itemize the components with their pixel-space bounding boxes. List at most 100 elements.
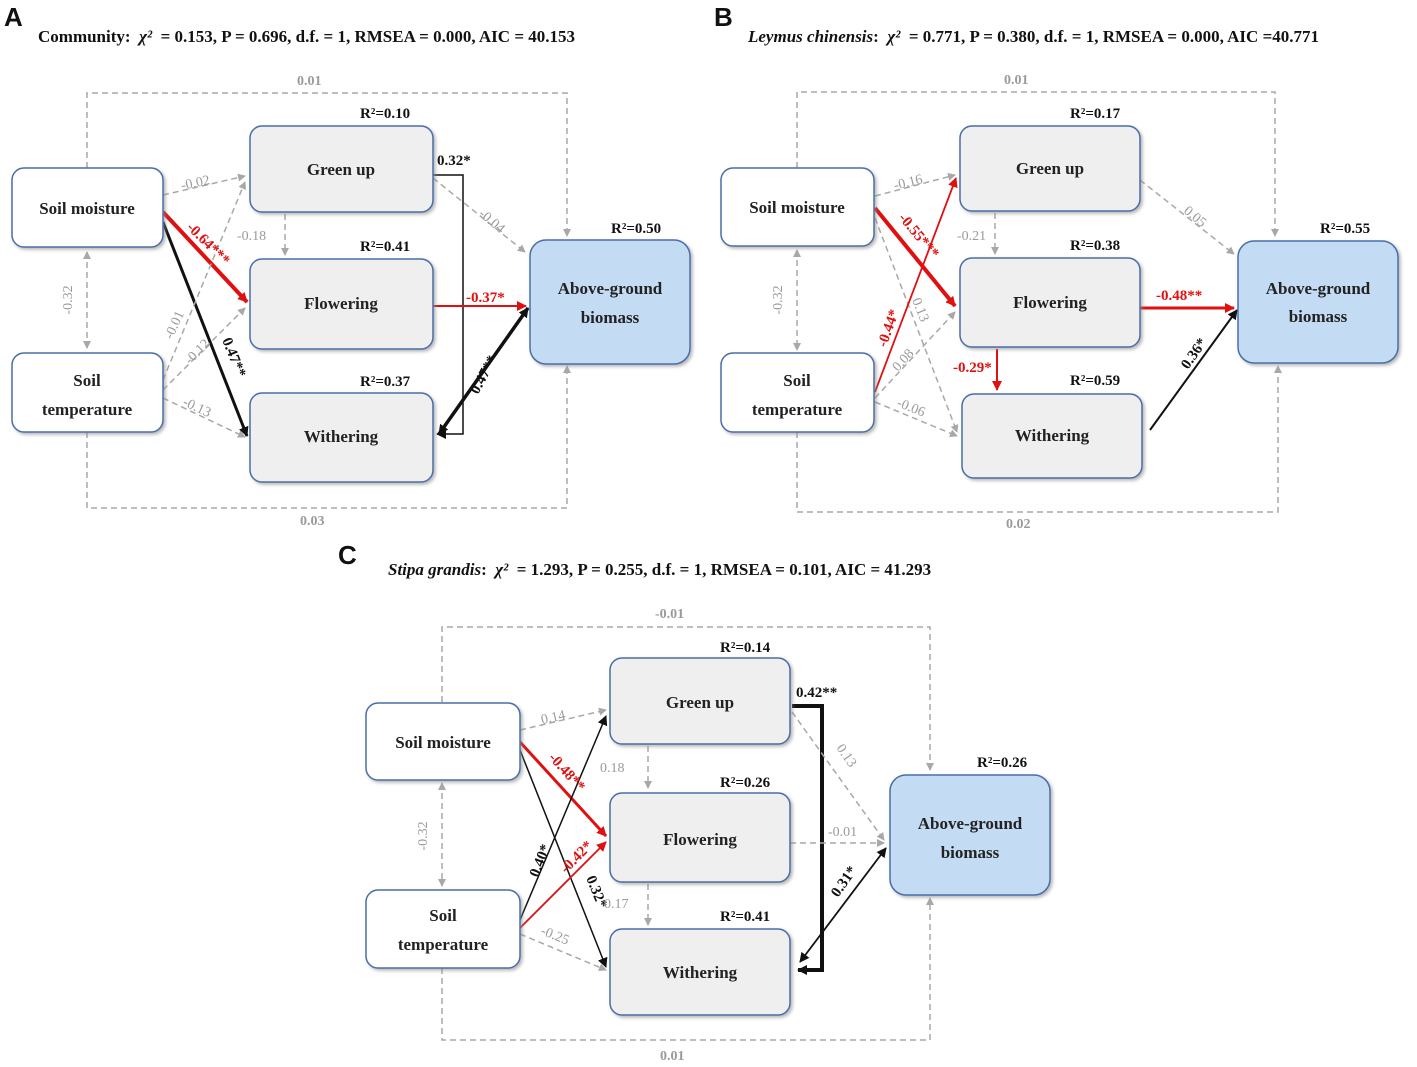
- coef-c-green-biomass: 0.13: [833, 742, 859, 771]
- path-a-temp-biomass: [86, 365, 571, 509]
- r2-a-flowering: R²=0.41: [360, 239, 410, 255]
- coef-a-moist-temp: -0.32: [61, 285, 76, 314]
- r2-b-green-up: R²=0.17: [1070, 106, 1121, 122]
- panel-b: Soil moisture Soil temperature Green up …: [720, 73, 1399, 532]
- coef-b-flower-wither: -0.29*: [953, 360, 992, 376]
- label-green-up: Green up: [307, 160, 375, 179]
- coef-a-green-flower: -0.18: [237, 229, 266, 244]
- panel-c-title: Stipa grandis: χ² = 1.293, P = 0.255, d.…: [388, 560, 932, 579]
- path-c-moist-wither: [519, 749, 608, 968]
- coef-b-green-flower: -0.21: [957, 229, 986, 244]
- path-b-moist-green: [874, 172, 956, 197]
- label-temperature: temperature: [752, 400, 843, 419]
- label-green-up: Green up: [1016, 159, 1084, 178]
- coef-b-temp-flower: 0.08: [890, 346, 918, 374]
- panel-a-name: Community: [38, 27, 125, 46]
- label-soil: Soil: [73, 371, 101, 390]
- node-green-up: [959, 125, 1141, 212]
- coef-b-temp-biomass: 0.02: [1006, 517, 1031, 532]
- coef-a-moist-biomass: 0.01: [297, 74, 322, 89]
- node-withering: [961, 393, 1143, 479]
- r2-a-withering: R²=0.37: [360, 374, 411, 390]
- coef-b-temp-wither: -0.06: [895, 396, 928, 421]
- path-a-wither-biomass: [437, 306, 530, 436]
- r2-a-biomass: R²=0.50: [611, 221, 661, 237]
- coef-b-moist-green: -0.16: [892, 172, 924, 194]
- node-above-ground-biomass: [889, 774, 1051, 896]
- coef-a-temp-green: -0.01: [162, 309, 188, 342]
- path-c-green-biomass: [791, 711, 885, 841]
- label-withering: Withering: [663, 963, 738, 982]
- path-c-temp-flower: [519, 841, 607, 929]
- panel-a: Soil moisture Soil temperature Green up …: [11, 74, 691, 529]
- coef-c-flower-wither: 0.17: [604, 897, 629, 912]
- path-a-moist-biomass: [86, 92, 571, 237]
- path-b-temp-biomass: [796, 365, 1282, 513]
- label-soil: Soil: [429, 906, 457, 925]
- path-a-moist-green: [162, 173, 246, 196]
- path-c-temp-green: [519, 715, 608, 921]
- node-soil-temperature: [365, 889, 521, 969]
- path-c-moist-flower: [518, 740, 608, 838]
- r2-a-green-up: R²=0.10: [360, 106, 410, 122]
- node-green-up: [609, 657, 791, 745]
- path-c-moist-green: [519, 707, 607, 731]
- r2-b-flowering: R²=0.38: [1070, 238, 1120, 254]
- coef-b-flower-biomass: -0.48**: [1156, 288, 1202, 304]
- coef-c-moist-biomass: -0.01: [655, 607, 684, 622]
- path-c-temp-wither: [519, 933, 607, 971]
- node-withering: [609, 928, 791, 1016]
- label-biomass: biomass: [941, 843, 1000, 862]
- path-c-wither-biomass: [799, 847, 887, 963]
- path-c-green-wither: [792, 704, 824, 975]
- coef-a-wither-biomass: 0.47**: [467, 353, 500, 397]
- coef-b-moist-biomass: 0.01: [1004, 73, 1029, 88]
- label-above-ground: Above-ground: [918, 814, 1023, 833]
- chi-symbol: χ²: [495, 560, 509, 579]
- label-biomass: biomass: [581, 308, 640, 327]
- label-withering: Withering: [304, 427, 379, 446]
- node-above-ground-biomass: [529, 239, 691, 365]
- r2-c-green-up: R²=0.14: [720, 640, 771, 656]
- label-green-up: Green up: [666, 693, 734, 712]
- path-b-temp-wither: [874, 401, 958, 438]
- panel-c-stats: = 1.293, P = 0.255, d.f. = 1, RMSEA = 0.…: [516, 560, 932, 579]
- panel-letter-c: C: [338, 540, 357, 570]
- r2-c-withering: R²=0.41: [720, 909, 770, 925]
- panel-letter-b: B: [714, 2, 733, 32]
- coef-c-moist-green: 0.14: [540, 708, 567, 728]
- path-a-temp-wither: [162, 397, 246, 438]
- coef-a-green-wither: 0.32*: [437, 153, 471, 169]
- coef-b-moist-wither: 0.13: [908, 296, 931, 324]
- coef-a-temp-wither: -0.13: [180, 395, 213, 421]
- panel-b-title: Leymus chinensis: χ² = 0.771, P = 0.380,…: [748, 27, 1320, 46]
- r2-b-withering: R²=0.59: [1070, 373, 1120, 389]
- node-green-up: [249, 125, 434, 213]
- coef-c-temp-biomass: 0.01: [660, 1049, 685, 1064]
- node-flowering: [609, 792, 791, 883]
- node-soil-moisture: [365, 702, 521, 781]
- coef-c-wither-biomass: 0.31*: [828, 863, 860, 900]
- panel-a-stats: = 0.153, P = 0.696, d.f. = 1, RMSEA = 0.…: [160, 27, 576, 46]
- label-soil: Soil: [783, 371, 811, 390]
- coef-a-green-biomass: -0.04: [475, 207, 507, 237]
- path-a-moist-wither: [161, 221, 249, 437]
- label-withering: Withering: [1015, 426, 1090, 445]
- coef-b-green-biomass: 0.05: [1180, 204, 1208, 231]
- node-flowering: [959, 257, 1141, 348]
- path-a-green-wither: [433, 174, 464, 439]
- panel-b-stats: = 0.771, P = 0.380, d.f. = 1, RMSEA = 0.…: [908, 27, 1320, 46]
- coef-c-moist-temp: -0.32: [416, 821, 431, 850]
- path-b-moist-wither: [874, 217, 959, 433]
- label-flowering: Flowering: [1013, 293, 1087, 312]
- path-b-temp-green: [874, 177, 958, 393]
- label-flowering: Flowering: [663, 830, 737, 849]
- label-temperature: temperature: [398, 935, 489, 954]
- coef-b-moist-temp: -0.32: [771, 285, 786, 314]
- panel-a-title: Community: χ² = 0.153, P = 0.696, d.f. =…: [38, 27, 576, 46]
- path-b-moist-biomass: [796, 91, 1279, 237]
- label-above-ground: Above-ground: [558, 279, 663, 298]
- path-c-temp-biomass: [441, 897, 934, 1041]
- node-soil-temperature: [720, 352, 875, 433]
- coef-c-green-flower: 0.18: [600, 761, 625, 776]
